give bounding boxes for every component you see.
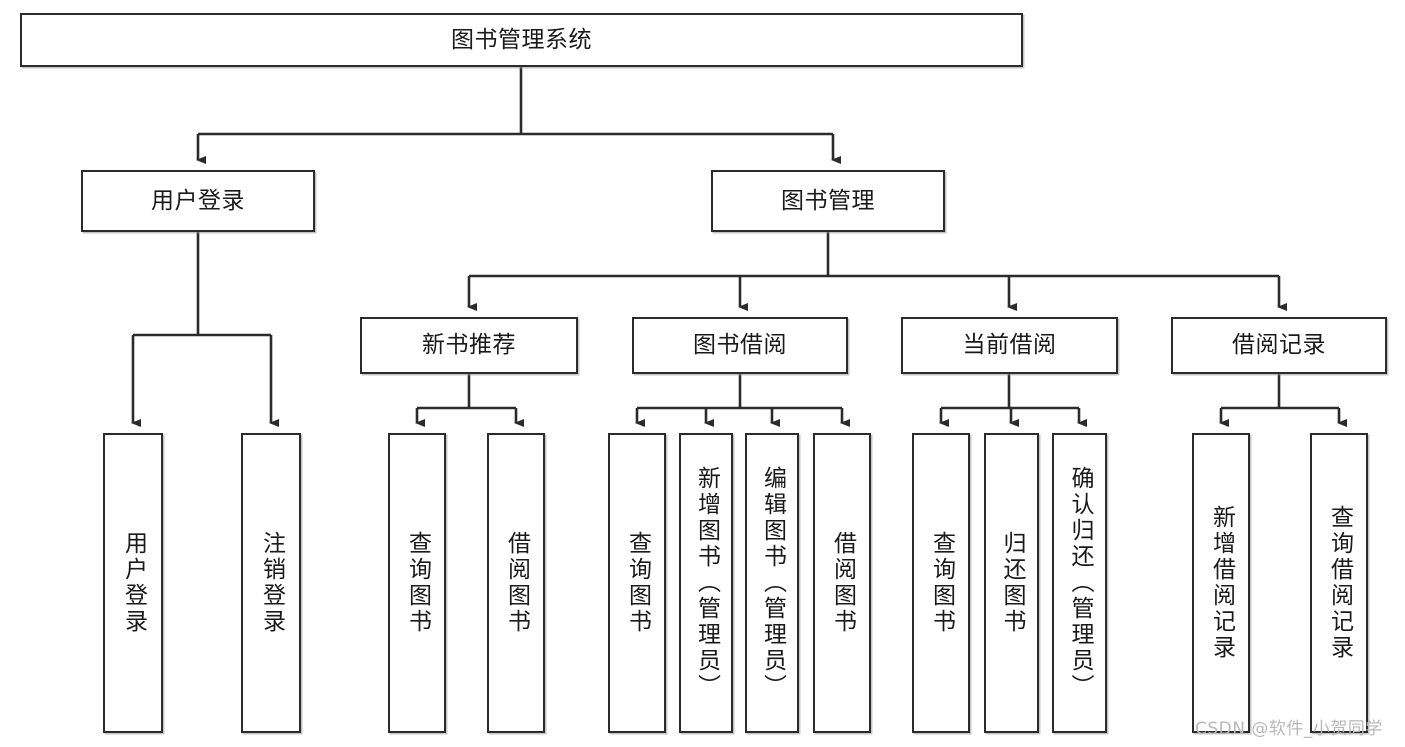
leaf-borrow-book[interactable]: 借阅图书 [813, 433, 871, 733]
node-borrow-record[interactable]: 借阅记录 [1171, 317, 1387, 374]
node-book-management-label: 图书管理 [781, 187, 875, 214]
leaf-add-book-admin-label: 新增图书（管理员） [693, 466, 720, 700]
node-borrow-record-label: 借阅记录 [1232, 332, 1326, 359]
leaf-add-borrow-record-label: 新增借阅记录 [1208, 505, 1235, 661]
leaf-return-book[interactable]: 归还图书 [984, 433, 1039, 733]
leaf-user-login-label: 用户登录 [120, 531, 147, 635]
node-new-book-recommendation-label: 新书推荐 [422, 332, 516, 359]
node-book-borrow[interactable]: 图书借阅 [632, 317, 848, 374]
leaf-borrow-book-recommend[interactable]: 借阅图书 [487, 433, 545, 733]
leaf-query-book-current-label: 查询图书 [928, 531, 955, 635]
node-book-management[interactable]: 图书管理 [711, 170, 945, 232]
leaf-add-book-admin[interactable]: 新增图书（管理员） [679, 433, 733, 733]
node-root-label: 图书管理系统 [451, 26, 592, 53]
leaf-query-book-recommend[interactable]: 查询图书 [388, 433, 446, 733]
node-current-borrow[interactable]: 当前借阅 [901, 317, 1118, 374]
leaf-borrow-book-label: 借阅图书 [829, 531, 856, 635]
watermark: CSDN @软件_小贺同学 [1195, 719, 1383, 739]
node-root[interactable]: 图书管理系统 [20, 13, 1023, 67]
node-book-borrow-label: 图书借阅 [693, 332, 787, 359]
leaf-logout-label: 注销登录 [258, 531, 285, 635]
leaf-query-book-current[interactable]: 查询图书 [912, 433, 970, 733]
leaf-edit-book-admin-label: 编辑图书（管理员） [759, 466, 786, 700]
leaf-query-book-borrow-label: 查询图书 [624, 531, 651, 635]
leaf-borrow-book-recommend-label: 借阅图书 [503, 531, 530, 635]
leaf-return-book-label: 归还图书 [999, 531, 1025, 635]
leaf-query-book-recommend-label: 查询图书 [404, 531, 431, 635]
leaf-confirm-return-admin-label: 确认归还（管理员） [1067, 466, 1093, 700]
leaf-confirm-return-admin[interactable]: 确认归还（管理员） [1052, 433, 1107, 733]
node-new-book-recommendation[interactable]: 新书推荐 [360, 317, 578, 374]
node-user-login[interactable]: 用户登录 [81, 170, 315, 232]
leaf-query-borrow-record[interactable]: 查询借阅记录 [1310, 433, 1368, 733]
leaf-logout[interactable]: 注销登录 [241, 433, 301, 733]
leaf-add-borrow-record[interactable]: 新增借阅记录 [1192, 433, 1250, 733]
node-current-borrow-label: 当前借阅 [962, 332, 1057, 359]
leaf-query-borrow-record-label: 查询借阅记录 [1326, 505, 1353, 661]
leaf-edit-book-admin[interactable]: 编辑图书（管理员） [745, 433, 799, 733]
leaf-user-login[interactable]: 用户登录 [103, 433, 163, 733]
leaf-query-book-borrow[interactable]: 查询图书 [608, 433, 666, 733]
node-user-login-label: 用户登录 [151, 187, 245, 214]
